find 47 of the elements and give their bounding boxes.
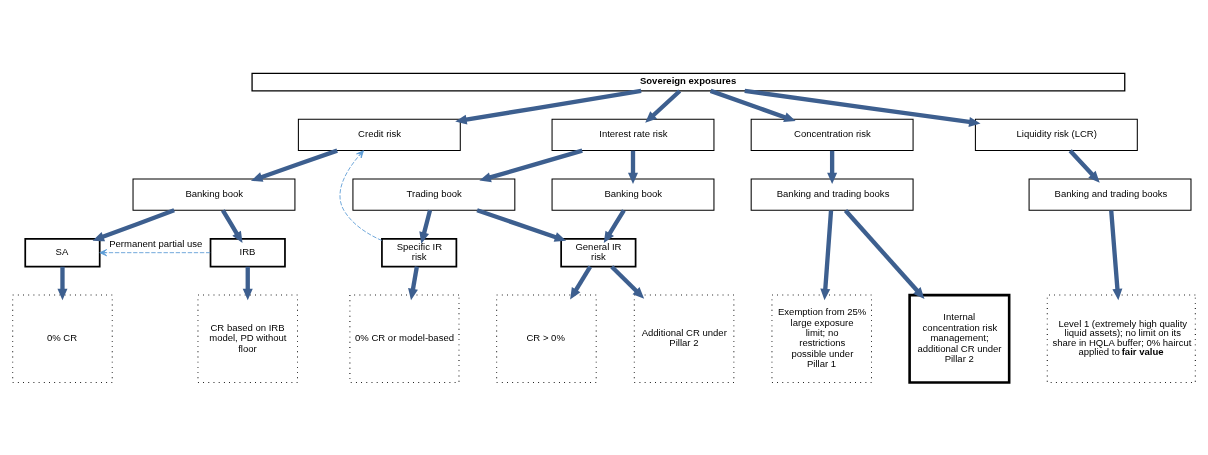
arrow [820, 209, 834, 300]
arrow [628, 150, 639, 184]
arrow [339, 149, 383, 241]
node-box: CR > 0% [496, 294, 597, 383]
arrow [479, 148, 583, 182]
arrow [645, 88, 682, 123]
node-box: Banking book [551, 178, 715, 211]
node-box: Banking and trading books [750, 178, 914, 211]
arrow [610, 264, 645, 299]
arrow [419, 209, 433, 244]
edge-label: Permanent partial use [109, 237, 203, 249]
node-box: Liquidity risk (LCR) [974, 118, 1138, 151]
node-box: Concentration risk [750, 118, 914, 151]
node-box: Trading book [352, 178, 516, 211]
node-box: Specific IR risk [381, 237, 458, 267]
arrow [221, 208, 243, 243]
node-box: Internal concentration risk management; additional CR under Pillar 2 [908, 293, 1011, 384]
node-box: Sovereign exposures [251, 72, 1126, 91]
node-box: CR based on IRB model, PD without floor [197, 294, 299, 383]
arrow [1109, 209, 1123, 300]
arrow [455, 88, 642, 125]
node-box: Additional CR under Pillar 2 [633, 294, 735, 383]
node-box: Banking book [132, 178, 296, 211]
node-box: Exemption from 25% large exposure limit; no restrictions possible under Pillar 1 [771, 294, 873, 383]
node-box: Credit risk [297, 118, 461, 151]
arrow [57, 266, 68, 300]
arrow [827, 150, 838, 184]
arrow [709, 88, 796, 122]
arrow [603, 208, 626, 243]
node-box: SA [24, 237, 101, 267]
arrow [242, 266, 253, 300]
arrow [99, 248, 211, 256]
arrow [92, 207, 175, 241]
arrow [744, 88, 981, 127]
node-box: IRB [209, 237, 286, 267]
arrow [1068, 148, 1100, 183]
arrow [570, 265, 593, 299]
node-box: General IR risk [560, 237, 637, 267]
arrow [476, 207, 567, 242]
arrow [843, 208, 925, 299]
arrow [250, 148, 338, 182]
node-box: Interest rate risk [551, 118, 715, 151]
arrow [408, 265, 419, 300]
node-box: 0% CR [12, 294, 113, 383]
node-box: 0% CR or model-based [349, 294, 460, 383]
node-box: Banking and trading books [1028, 178, 1192, 211]
node-box: Level 1 (extremely high quality liquid assets); no limit on its share in HQLA buffer; 0% haircut applied to fair value [1046, 294, 1196, 383]
